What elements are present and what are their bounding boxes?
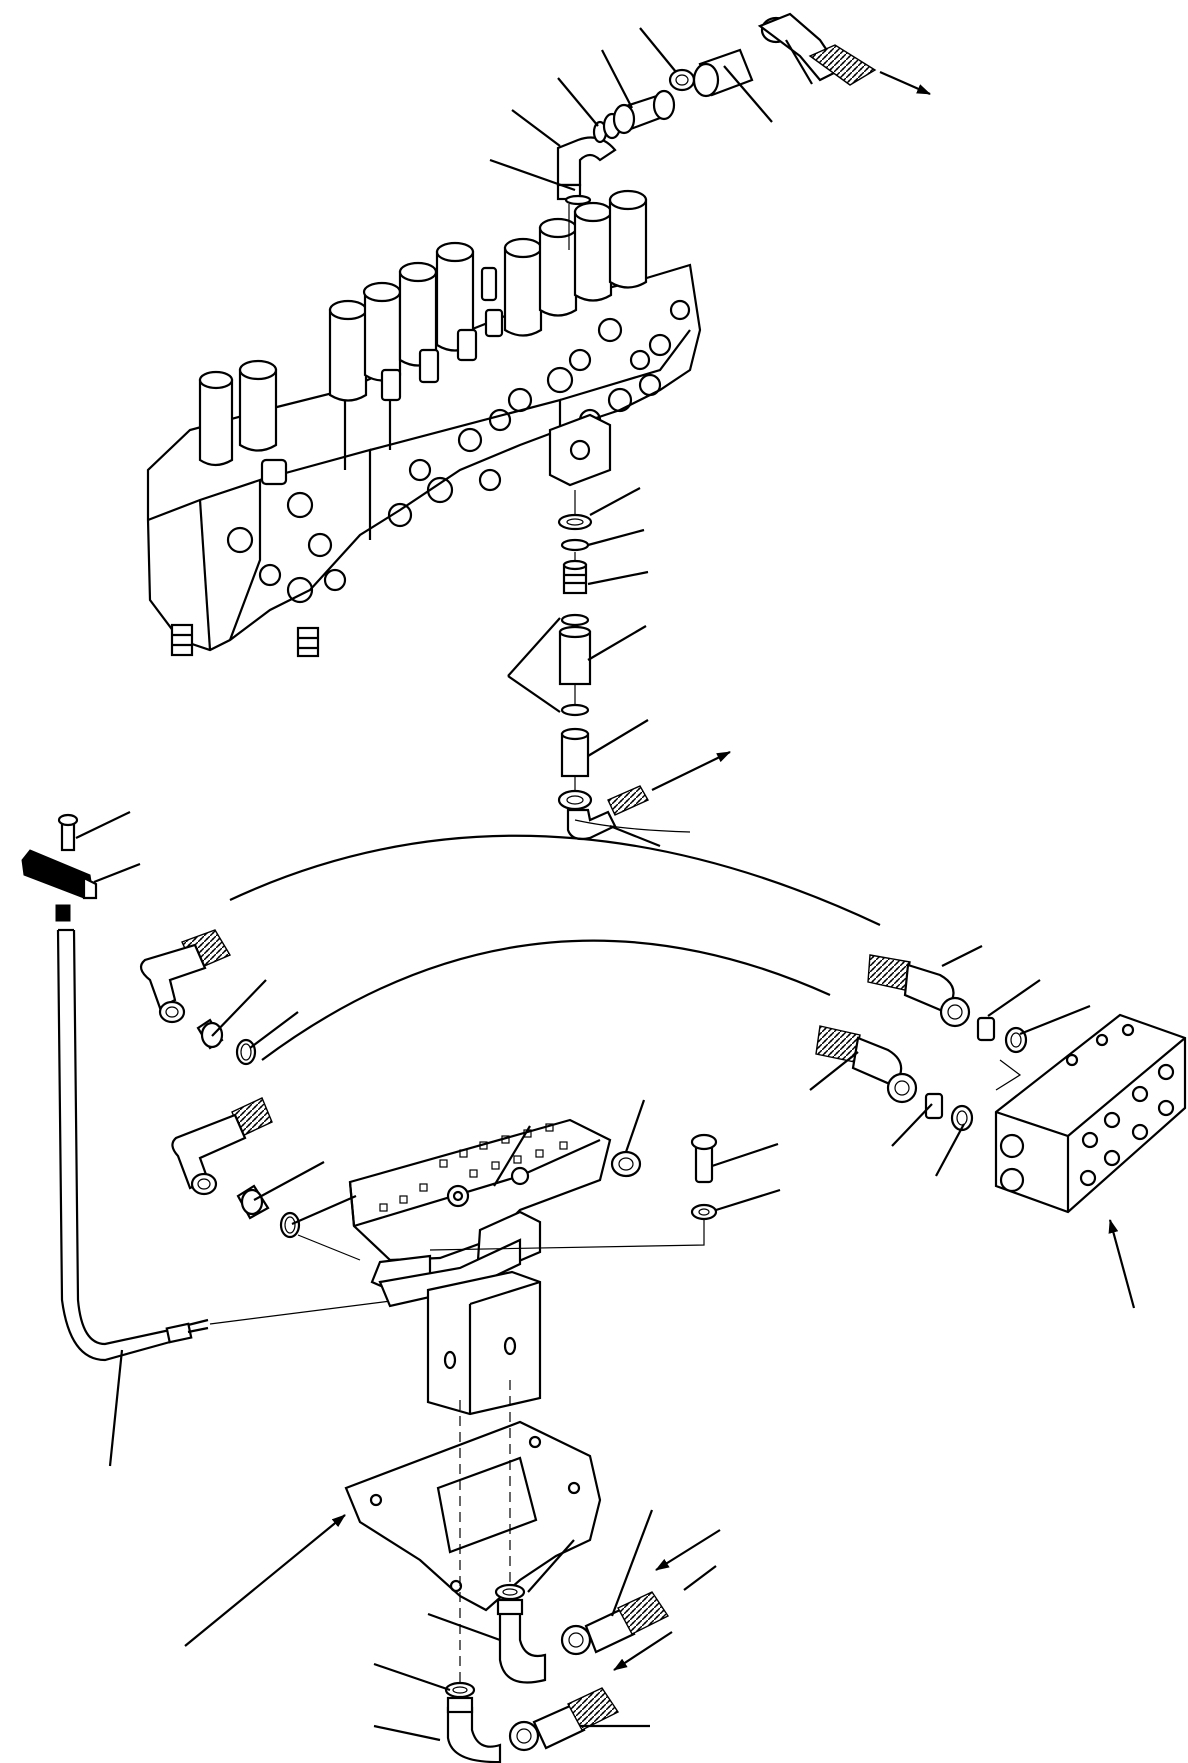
hose-link	[574, 819, 691, 833]
pilot-valve-holes	[379, 1123, 568, 1212]
valve-stud-2	[296, 626, 320, 658]
leader-lines	[75, 27, 1091, 1742]
bottom-hoses	[508, 1591, 670, 1752]
flow-arrow-bottom-2	[613, 1631, 673, 1671]
left-hose-fitting-upper	[139, 929, 257, 1066]
flow-arrow-middle	[651, 751, 731, 791]
valve-stud-1	[170, 623, 194, 657]
valve-ports	[226, 299, 691, 604]
left-hose-fitting-lower	[171, 1097, 361, 1261]
bottom-elbows	[444, 1583, 547, 1763]
right-hose-fitting-upper	[867, 954, 1028, 1054]
control-valve-assembly	[146, 263, 702, 658]
hose-elbow-top	[556, 136, 617, 250]
pilot-valve	[348, 1118, 612, 1416]
control-cable	[56, 928, 431, 1362]
flow-arrow-plate	[184, 1514, 346, 1647]
right-hose-fitting-lower	[815, 1025, 974, 1132]
mounting-plate	[344, 1420, 602, 1612]
flow-arrow-bottom-1	[655, 1529, 721, 1571]
lever-handle	[21, 813, 98, 922]
connecting-hose-upper	[229, 834, 881, 926]
connecting-hose-lower	[261, 939, 831, 1061]
flow-arrow-top	[879, 70, 931, 96]
valve-spool-caps	[198, 189, 648, 486]
junction-block	[994, 1013, 1187, 1214]
flow-arrow-junction	[1108, 1219, 1136, 1309]
hose-fittings-vertical	[557, 490, 649, 841]
